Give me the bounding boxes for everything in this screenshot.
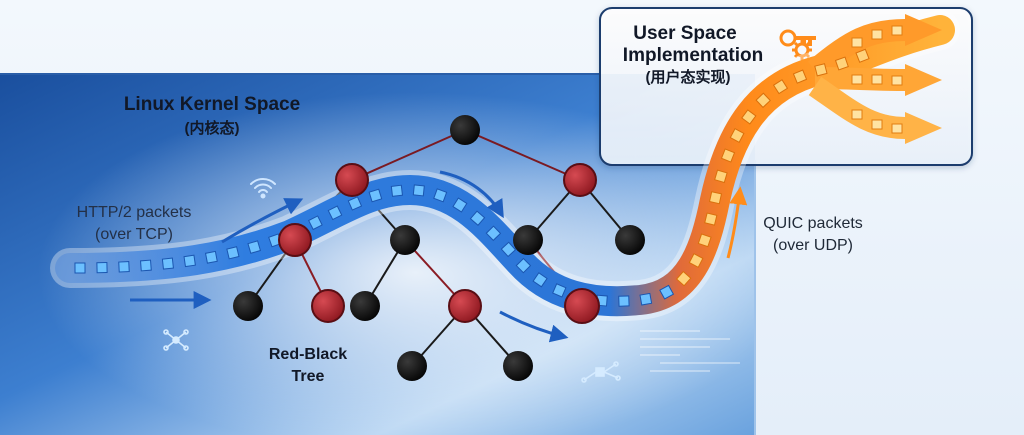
packet-square: [851, 109, 863, 120]
network-node-icon: [581, 361, 621, 383]
packet-square: [485, 225, 502, 242]
tree-node-red: [448, 289, 482, 323]
packet-square: [204, 250, 218, 264]
gear-icon: [792, 40, 812, 60]
http-label-line1: HTTP/2 packets: [77, 204, 192, 221]
tree-node-black: [513, 225, 543, 255]
packet-square: [452, 197, 468, 213]
tree-edge: [464, 129, 581, 181]
packet-square: [74, 262, 86, 274]
packet-square: [871, 119, 883, 130]
tree-node-red: [278, 223, 312, 257]
packet-square: [552, 283, 567, 298]
packet-square: [697, 233, 712, 248]
udp-output-arrows: [807, 14, 942, 144]
packet-square: [183, 254, 196, 268]
tree-node-black: [350, 291, 380, 321]
packet-square: [675, 270, 692, 287]
udp-flow-arrow: [726, 186, 748, 259]
packet-square: [390, 184, 404, 197]
packet-square: [729, 128, 745, 143]
packet-square: [618, 295, 630, 307]
udp-arrowhead: [905, 112, 942, 144]
tree-node-red: [564, 288, 600, 324]
user-space-title-line2: Implementation: [623, 45, 763, 66]
tree-node-black: [397, 351, 427, 381]
packet-square: [96, 261, 108, 274]
tree-node-black: [233, 291, 263, 321]
packet-square: [714, 169, 728, 184]
packet-square: [891, 25, 903, 36]
packet-square: [704, 212, 718, 226]
packet-square: [347, 196, 363, 211]
tree-node-black: [450, 115, 480, 145]
packet-square: [891, 75, 903, 86]
udp-arrowhead: [905, 14, 942, 46]
packet-square: [469, 210, 486, 226]
packet-square: [532, 272, 548, 288]
packet-square: [368, 188, 383, 203]
packet-square: [500, 241, 517, 258]
packet-square: [639, 292, 653, 306]
packet-square: [226, 246, 240, 260]
packet-square: [308, 215, 323, 231]
kernel-space-title: Linux Kernel Space: [124, 94, 300, 115]
packet-square: [871, 74, 883, 85]
tree-node-black: [615, 225, 645, 255]
user-space-title-line1: User Space: [633, 23, 737, 44]
packet-square: [851, 74, 863, 85]
packet-square: [851, 37, 863, 48]
packet-square: [755, 92, 771, 109]
packet-square: [118, 261, 130, 273]
packet-square: [772, 79, 789, 95]
tree-label-line2: Tree: [292, 368, 325, 385]
packet-square: [891, 123, 903, 134]
key-icon: [779, 29, 816, 47]
wifi-icon: [250, 178, 276, 199]
packet-square: [659, 284, 675, 300]
tree-node-red: [311, 289, 345, 323]
packet-square: [834, 56, 849, 71]
tree-node-red: [335, 163, 369, 197]
packet-square: [161, 257, 174, 270]
tcp-flow-arrow-bottom: [499, 310, 569, 343]
packet-square: [720, 148, 736, 163]
packet-square: [327, 205, 343, 221]
packet-square: [412, 184, 425, 197]
tree-edge: [351, 129, 466, 181]
network-node-icon: [163, 329, 189, 351]
packet-square: [814, 63, 828, 77]
udp-arrowhead: [905, 64, 942, 96]
packet-square: [708, 191, 723, 205]
tree-nodes: [233, 115, 645, 381]
tcp-flow-arrow-upper: [221, 198, 304, 244]
tree-node-red: [563, 163, 597, 197]
tree-label-line1: Red-Black: [269, 346, 347, 363]
packet-square: [792, 69, 808, 84]
http-label-line2: (over TCP): [95, 226, 173, 243]
tcp-flow-arrow-mid: [439, 170, 504, 219]
tree-node-black: [390, 225, 420, 255]
packet-square: [433, 188, 448, 203]
packet-square: [140, 259, 152, 272]
tree-node-black: [503, 351, 533, 381]
packet-square: [688, 253, 704, 268]
packet-square: [855, 48, 870, 63]
packet-square: [741, 109, 757, 125]
kernel-space-subtitle: (内核态): [185, 119, 240, 137]
code-texture: [640, 330, 740, 372]
user-space-subtitle: (用户态实现): [646, 68, 731, 86]
packet-square: [515, 257, 532, 274]
quic-label-line1: QUIC packets: [763, 215, 863, 232]
packet-square: [871, 29, 883, 40]
packet-square: [247, 240, 262, 254]
quic-label-line2: (over UDP): [773, 237, 853, 254]
